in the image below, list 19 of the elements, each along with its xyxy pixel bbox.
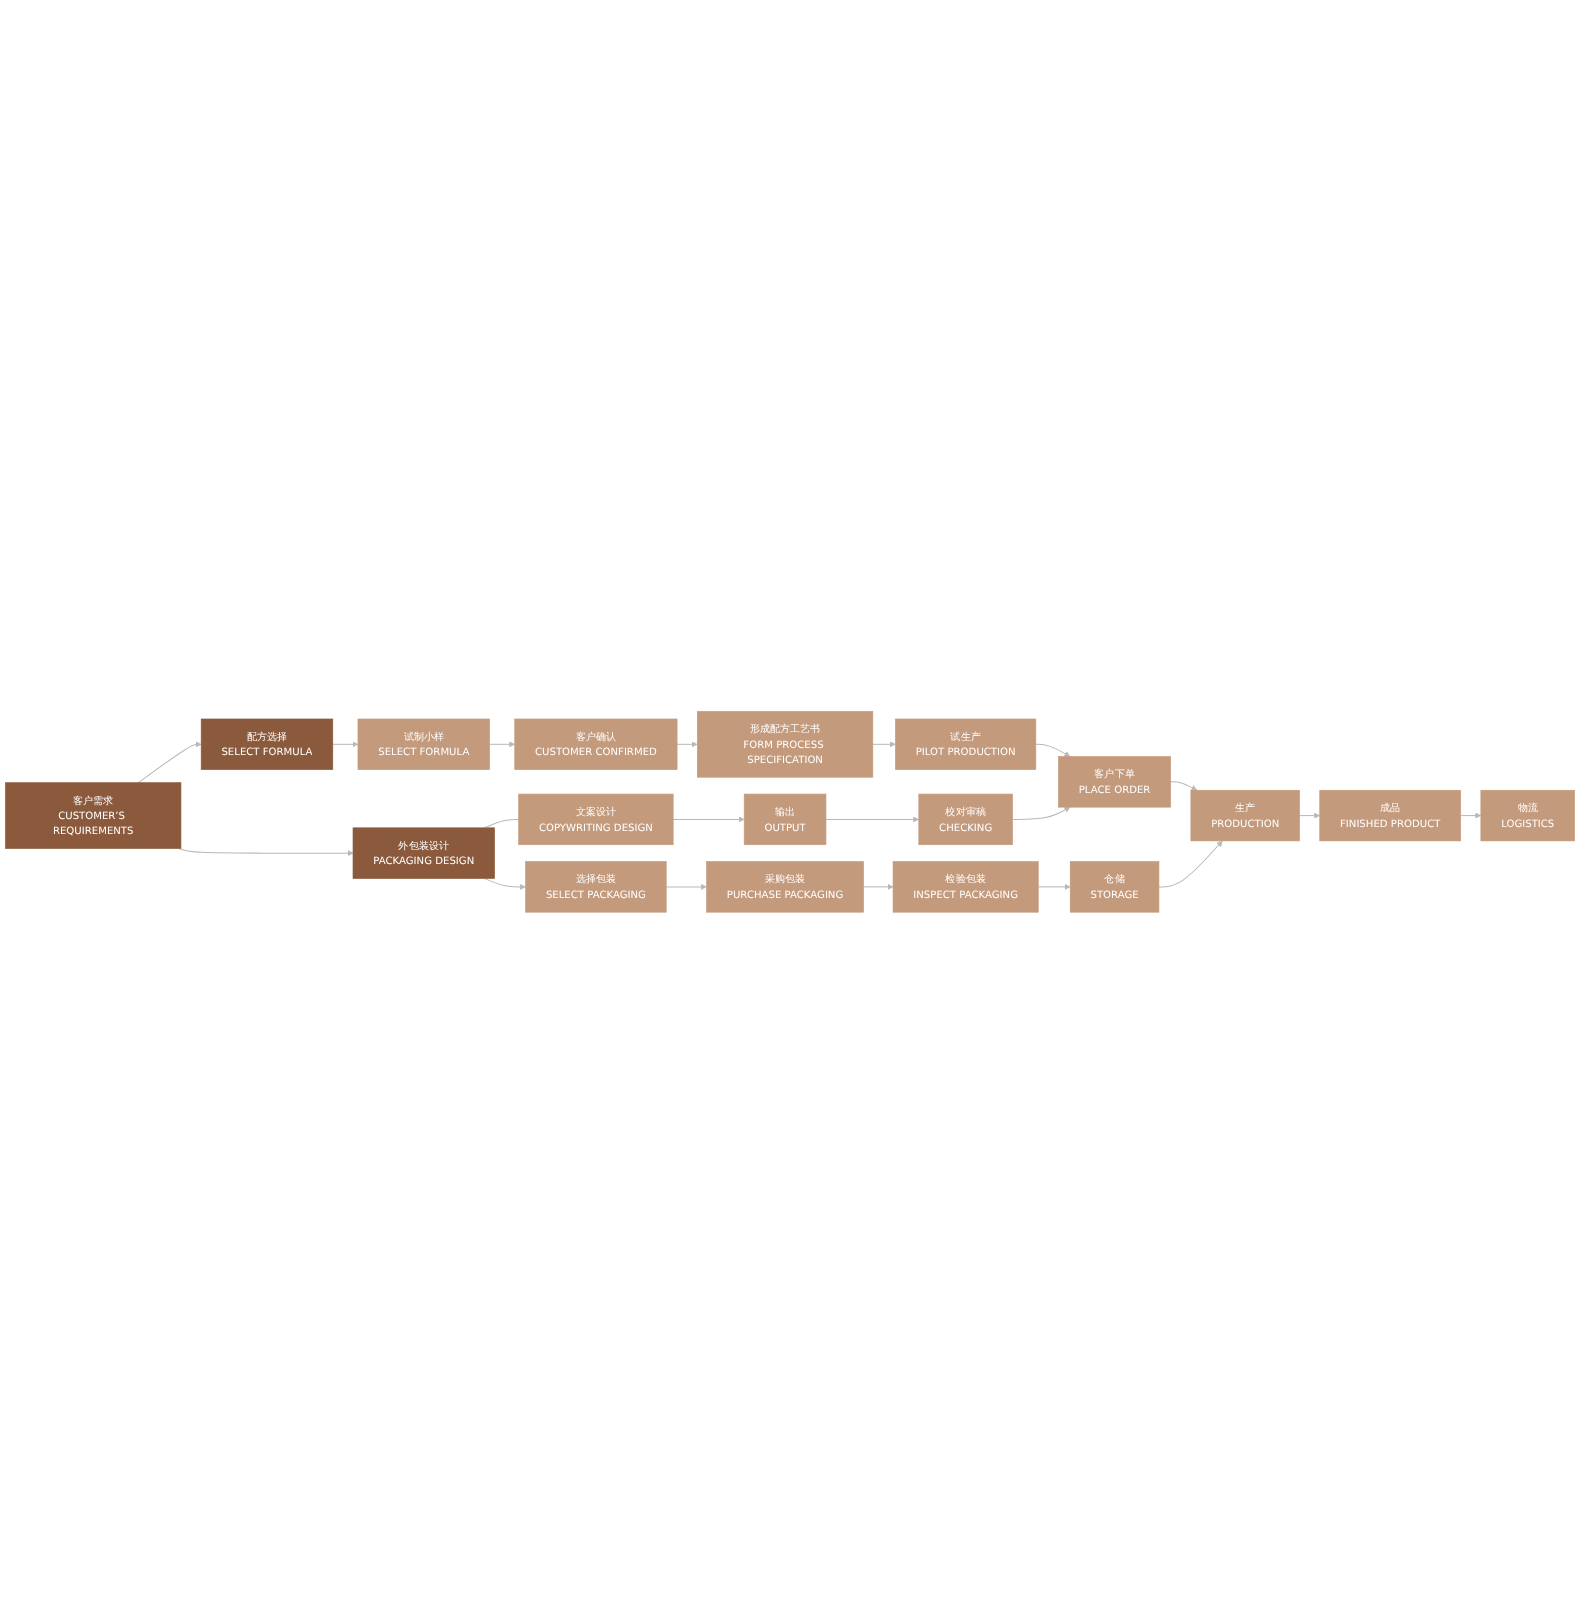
arrow [1460, 811, 1482, 818]
arrow [872, 740, 896, 747]
arrow [1299, 811, 1320, 818]
arrow [1158, 839, 1223, 887]
arrow [1012, 806, 1071, 820]
arrow [676, 740, 698, 747]
arrow [665, 883, 707, 890]
arrow [1170, 780, 1198, 790]
arrow [1035, 743, 1071, 756]
arrow [825, 815, 920, 822]
arrow [489, 740, 516, 747]
arrow [178, 847, 354, 856]
arrow [137, 740, 202, 783]
arrow [672, 815, 745, 822]
arrow [332, 740, 359, 747]
arrow [1037, 883, 1071, 890]
arrow [863, 883, 894, 890]
connector [483, 818, 520, 828]
arrow [483, 877, 526, 890]
